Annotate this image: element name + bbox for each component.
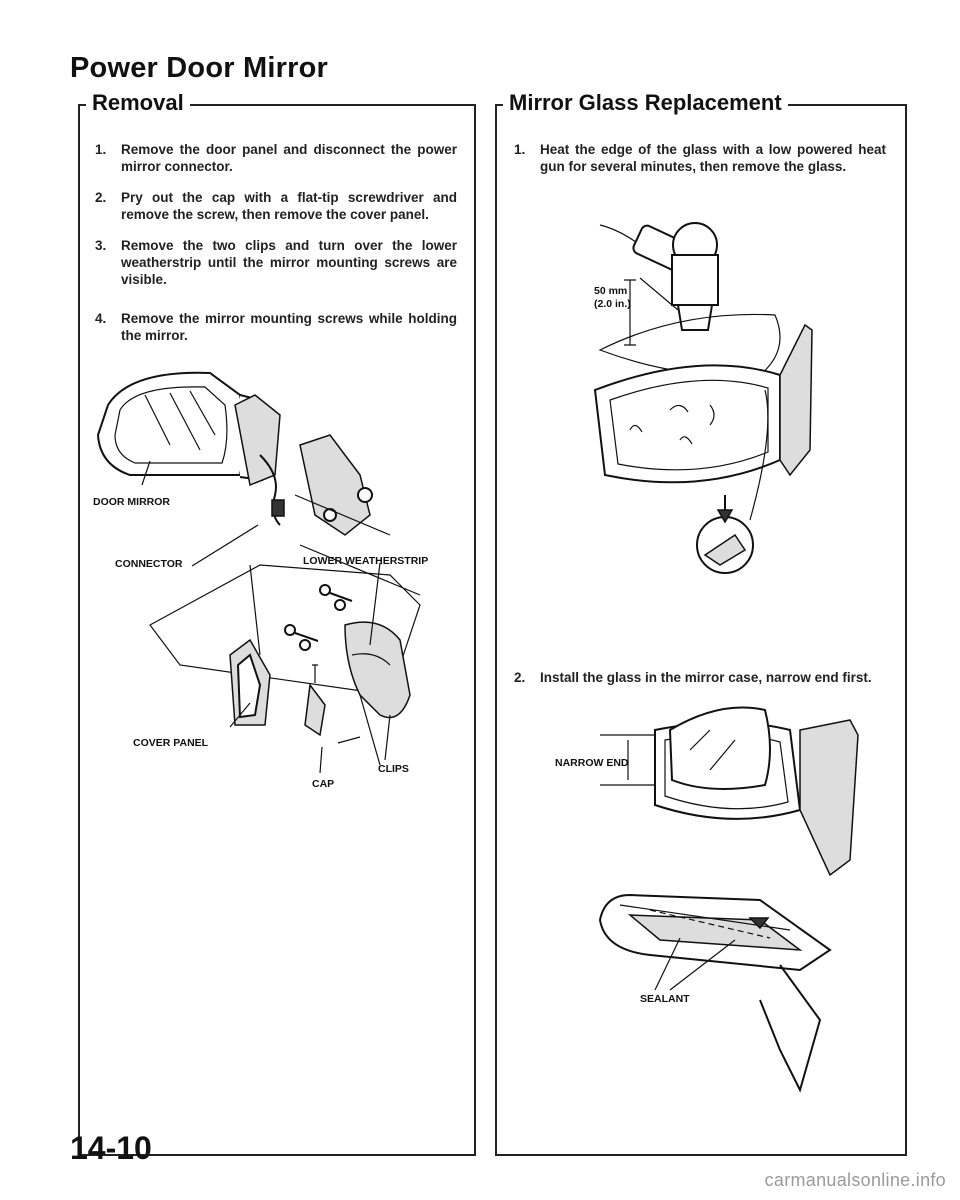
removal-step: 3. Remove the two clips and turn over th… xyxy=(95,237,457,288)
heat-gun-illustration xyxy=(593,222,813,574)
page-number: 14-10 xyxy=(70,1130,152,1166)
removal-steps: 1. Remove the door panel and disconnect … xyxy=(95,141,457,358)
step-text: Pry out the cap with a flat-tip screwdri… xyxy=(121,190,457,222)
callout-door-mirror: DOOR MIRROR xyxy=(93,496,170,508)
removal-step: 1. Remove the door panel and disconnect … xyxy=(95,141,457,175)
step-number: 1. xyxy=(514,142,526,157)
glass-step: 1. Heat the edge of the glass with a low… xyxy=(514,141,886,175)
callout-narrow-end: NARROW END xyxy=(555,757,629,769)
step-number: 2. xyxy=(514,670,526,685)
removal-heading: Removal xyxy=(86,90,190,116)
step-number: 3. xyxy=(95,238,107,253)
step-text: Remove the mirror mounting screws while … xyxy=(121,311,457,343)
watermark: carmanualsonline.info xyxy=(764,1170,946,1190)
install-glass-illustration xyxy=(598,706,859,1093)
removal-section xyxy=(78,104,476,1156)
callout-cap: CAP xyxy=(312,778,335,790)
glass-step-1: 1. Heat the edge of the glass with a low… xyxy=(514,141,886,189)
callout-cover-panel: COVER PANEL xyxy=(133,737,209,749)
glass-heading: Mirror Glass Replacement xyxy=(503,90,788,116)
glass-step-2: 2. Install the glass in the mirror case,… xyxy=(514,669,886,700)
step-text: Remove the two clips and turn over the l… xyxy=(121,238,457,287)
mirror-removal-illustration xyxy=(96,371,421,774)
callout-clips: CLIPS xyxy=(378,763,409,775)
removal-step: 2. Pry out the cap with a flat-tip screw… xyxy=(95,189,457,223)
glass-step: 2. Install the glass in the mirror case,… xyxy=(514,669,886,686)
callout-connector: CONNECTOR xyxy=(115,558,183,570)
step-text: Heat the edge of the glass with a low po… xyxy=(540,142,886,174)
callout-lower-weatherstrip: LOWER WEATHERSTRIP xyxy=(303,555,429,567)
page-title: Power Door Mirror xyxy=(70,52,328,84)
callout-distance-in: (2.0 in.) xyxy=(594,298,631,310)
step-text: Remove the door panel and disconnect the… xyxy=(121,142,457,174)
step-number: 2. xyxy=(95,190,107,205)
step-text: Install the glass in the mirror case, na… xyxy=(540,670,872,685)
step-number: 4. xyxy=(95,311,107,326)
callout-distance-mm: 50 mm xyxy=(594,285,628,297)
callout-sealant: SEALANT xyxy=(640,993,690,1005)
step-number: 1. xyxy=(95,142,107,157)
removal-step: 4. Remove the mirror mounting screws whi… xyxy=(95,310,457,344)
